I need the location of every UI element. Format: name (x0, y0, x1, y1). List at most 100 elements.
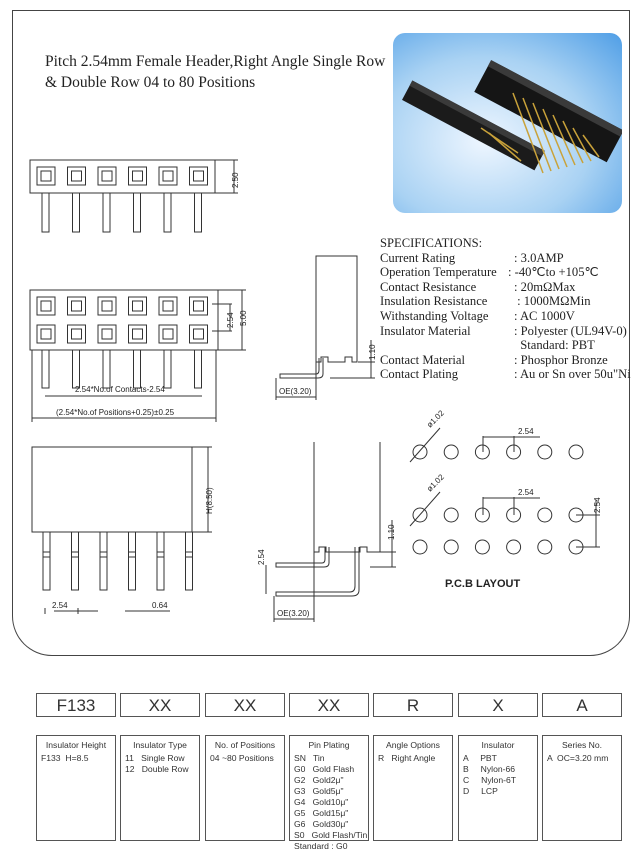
specifications-heading: SPECIFICATIONS: (380, 236, 483, 250)
description-line: 12 Double Row (125, 764, 189, 774)
contact-opening (97, 166, 117, 186)
contact-opening-inner (132, 328, 143, 340)
spec-label: Contact Resistance (380, 279, 477, 294)
description-heading: No. of Positions (214, 740, 276, 750)
spec-label: Current Rating (380, 250, 456, 265)
pin (194, 349, 202, 389)
pin (41, 349, 50, 389)
contact-opening-inner (101, 300, 113, 312)
pin (102, 349, 111, 389)
spec-label: Withstanding Voltage (380, 308, 489, 323)
part-code-3: XX (205, 693, 285, 717)
contact-opening-inner (101, 170, 113, 182)
dim-row-pitch: 2.54 (226, 312, 235, 328)
front-pin (185, 531, 193, 591)
description-line: G3 Gold5μ" (294, 786, 344, 796)
pcb-hole (412, 444, 428, 460)
spec-row: Insulator Material : Polyester (UL94V-0) (380, 324, 631, 339)
contact-opening (189, 166, 208, 186)
pin (102, 192, 111, 233)
spec-value: : Au or Sn over 50u"Ni (514, 367, 631, 382)
spec-label: Contact Material (380, 352, 465, 367)
pcb-hole (537, 539, 553, 555)
spec-row: Insulation Resistance : 1000MΩMin (380, 294, 631, 309)
spec-row: Standard: PBT (380, 338, 631, 353)
pcb-hole (443, 539, 459, 555)
contact-opening (158, 324, 178, 344)
description-line: 04 ~80 Positions (210, 753, 274, 763)
contact-opening (36, 166, 56, 186)
pin (133, 349, 141, 389)
contact-opening (128, 296, 147, 316)
contact-opening (97, 324, 117, 344)
description-heading: Series No. (561, 740, 603, 750)
spec-value: : AC 1000V (514, 308, 575, 323)
spec-label: Insulator Material (380, 323, 471, 338)
spec-value: : 3.0AMP (514, 250, 564, 265)
pcb-hole (506, 539, 522, 555)
contact-opening (36, 296, 56, 316)
pcb-layout: ø1.02 2.54 ø1.02 2.54 2.54 P.C.B LAYOUT (409, 408, 602, 590)
description-line: A OC=3.20 mm (547, 753, 609, 763)
spec-value: : Phosphor Bronze (514, 352, 608, 367)
contact-opening-inner (162, 170, 174, 182)
description-line: A PBT (463, 753, 497, 763)
description-heading: Insulator Type (133, 740, 187, 750)
description-line: S0 Gold Flash/Tin (294, 830, 368, 840)
dim-hole-dia-2: ø1.02 (425, 472, 446, 493)
title-line-1: Pitch 2.54mm Female Header,Right Angle S… (45, 53, 386, 70)
contact-opening-inner (193, 170, 204, 182)
part-code-7: A (542, 693, 622, 717)
product-title: Pitch 2.54mm Female Header,Right Angle S… (45, 51, 385, 93)
contact-opening-inner (71, 300, 82, 312)
dim-hole-dia-1: ø1.02 (425, 408, 446, 429)
spec-value: : Polyester (UL94V-0) (514, 323, 627, 338)
spec-row: Current Rating : 3.0AMP (380, 251, 631, 266)
pcb-hole (568, 444, 584, 460)
dim-side-offset: 1.10 (368, 344, 377, 360)
contact-opening-inner (193, 300, 204, 312)
pcb-hole (443, 444, 459, 460)
description-line: G2 Gold2μ" (294, 775, 344, 785)
pin (163, 349, 172, 389)
contact-opening (128, 166, 147, 186)
front-pin (71, 531, 79, 591)
pcb-hole (412, 539, 428, 555)
title-line-2: & Double Row 04 to 80 Positions (45, 74, 256, 91)
contact-opening-inner (132, 170, 143, 182)
pin (72, 349, 80, 389)
spec-row: Withstanding Voltage : AC 1000V (380, 309, 631, 324)
contact-opening (67, 324, 86, 344)
description-line: G6 Gold30μ" (294, 819, 349, 829)
spec-label: Operation Temperature (380, 265, 497, 280)
spec-row: Contact Plating: Au or Sn over 50u"Ni (380, 367, 631, 382)
front-view: H(8.50) 2.54 0.64 (31, 446, 214, 614)
contact-opening-inner (40, 170, 52, 182)
contact-opening-inner (71, 328, 82, 340)
dim-oe-2: OE(3.20) (277, 609, 310, 618)
spec-row: Operation Temperature: -40℃to +105℃ (380, 265, 631, 280)
double-row-body (29, 289, 219, 351)
part-code-2: XX (120, 693, 200, 717)
dim-height-h: H(8.50) (205, 487, 214, 514)
side-view-single: 1.10 OE(3.20) (275, 255, 377, 400)
pcb-hole (474, 507, 490, 523)
description-line: B Nylon-66 (463, 764, 516, 774)
description-line: D LCP (463, 786, 498, 796)
contact-opening (67, 166, 86, 186)
pcb-hole (537, 507, 553, 523)
pcb-hole (412, 507, 428, 523)
pcb-hole (537, 444, 553, 460)
front-pin (99, 531, 108, 591)
contact-opening-inner (193, 328, 204, 340)
side-view-double: 1.10 2.54 OE(3.20) (257, 442, 396, 622)
dim-pcb-row-pitch: 2.54 (593, 497, 602, 513)
contact-opening (36, 324, 56, 344)
contact-opening (128, 324, 147, 344)
pin (194, 192, 202, 233)
dim-pcb-pitch-1: 2.54 (518, 427, 534, 436)
dim-pin-pitch: 2.54 (52, 601, 68, 610)
description-line: Standard : G0 (294, 841, 348, 851)
product-photo (393, 33, 622, 213)
